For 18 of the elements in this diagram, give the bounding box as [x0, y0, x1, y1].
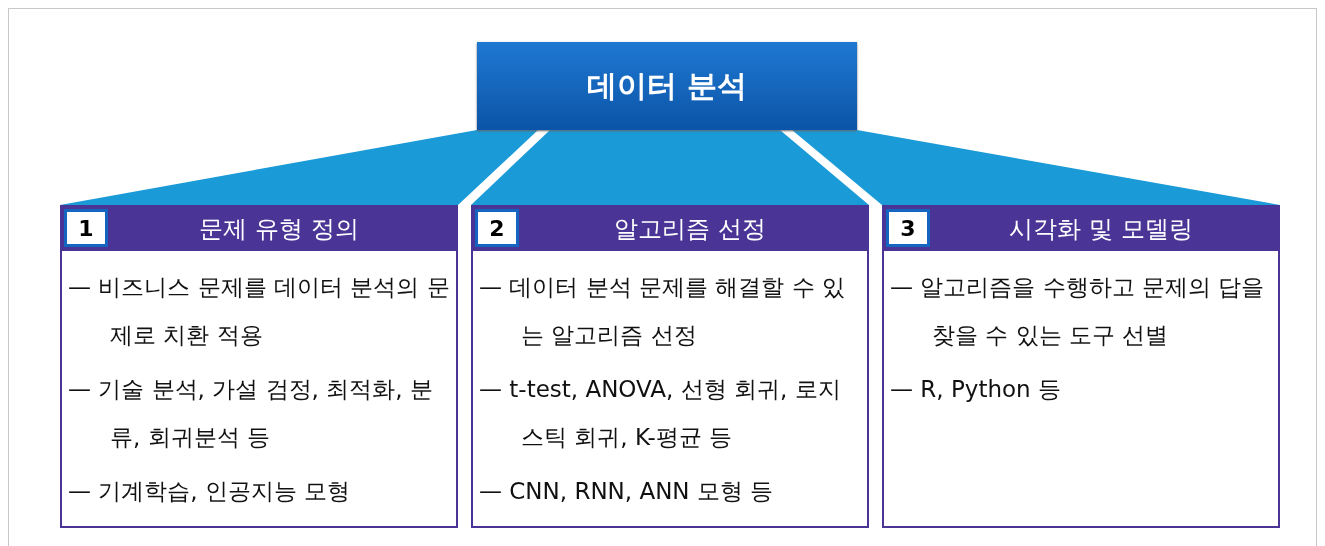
number-badge: 2	[475, 209, 519, 247]
bullet-item: — CNN, RNN, ANN 모형 등	[479, 477, 775, 506]
bullet-item: — t-test, ANOVA, 선형 회귀, 로지스틱 회귀, K-평균 등	[479, 375, 842, 452]
connector-wedge	[471, 130, 869, 205]
connector-wedge	[792, 130, 1280, 205]
title-box: 데이터 분석	[477, 42, 857, 130]
panel	[882, 205, 1280, 528]
number-badge: 1	[64, 209, 108, 247]
bullet-item: — R, Python 등	[890, 375, 1062, 404]
panel	[471, 205, 869, 528]
bullet-item: — 기계학습, 인공지능 모형	[68, 477, 352, 506]
bullet-item: — 비즈니스 문제를 데이터 분석의 문제로 치환 적용	[68, 273, 450, 350]
number-badge: 3	[886, 209, 930, 247]
bullet-item: — 기술 분석, 가설 검정, 최적화, 분류, 회귀분석 등	[68, 375, 434, 452]
panel	[60, 205, 458, 528]
connector-wedge	[60, 130, 538, 205]
bullet-item: — 알고리즘을 수행하고 문제의 답을 찾을 수 있는 도구 선별	[890, 273, 1266, 350]
bullet-item: — 데이터 분석 문제를 해결할 수 있는 알고리즘 선정	[479, 273, 846, 350]
